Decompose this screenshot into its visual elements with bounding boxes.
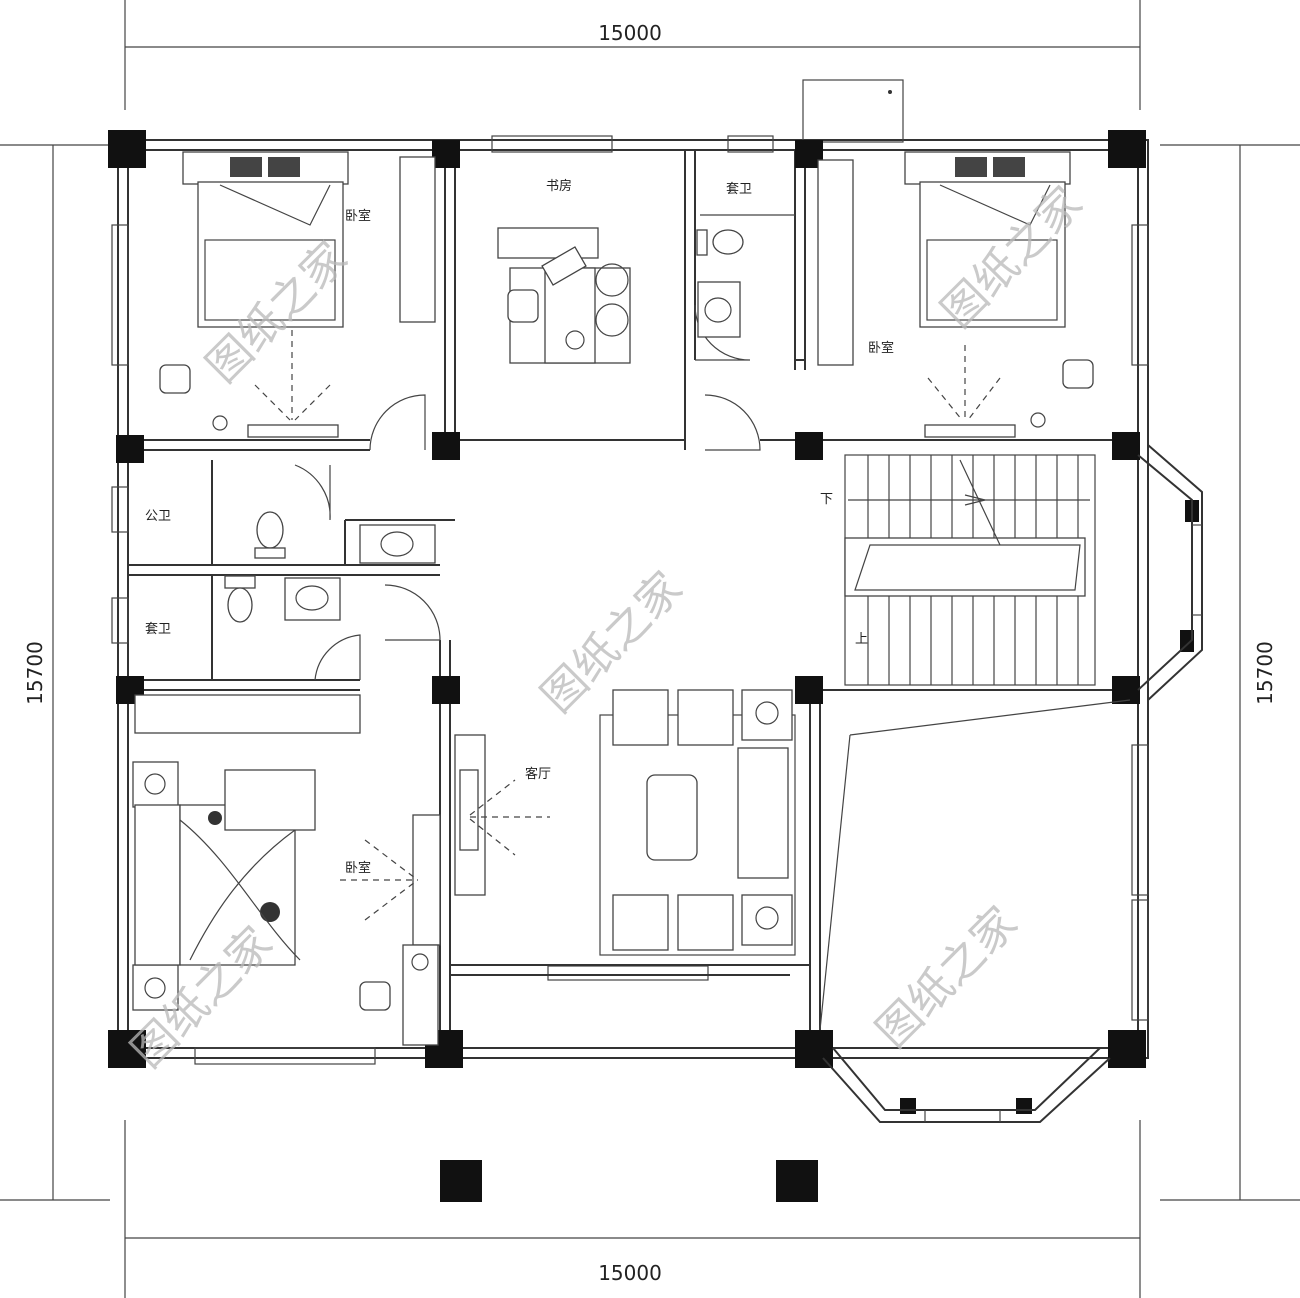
bath-fixtures (224, 511, 436, 623)
dimension-bottom: 15000 (598, 1261, 662, 1285)
bay-windows (822, 444, 1203, 1123)
bedroom-nw-furniture (159, 151, 436, 438)
living-furniture (469, 689, 796, 956)
room-label-public-bath: 公卫 (145, 509, 171, 524)
staircase (844, 454, 1096, 686)
room-label-bedroom-ne: 卧室 (868, 340, 894, 356)
study-furniture (497, 227, 631, 364)
exterior-walls (111, 79, 1149, 1065)
room-label-study: 书房 (546, 178, 572, 194)
bedroom-sw-furniture (132, 694, 486, 1046)
dimension-right: 15700 (1253, 641, 1277, 705)
bedroom-ne-furniture (817, 151, 1094, 438)
stairs-down-label: 下 (820, 492, 833, 507)
room-label-bedroom-nw: 卧室 (345, 208, 371, 224)
watermark-5: 图纸之家 (867, 897, 1028, 1058)
dimension-left: 15700 (23, 641, 47, 705)
room-label-living: 客厅 (525, 766, 551, 782)
dimension-top: 15000 (598, 21, 662, 45)
room-label-bedroom-sw: 卧室 (345, 860, 371, 876)
stairs-up-label: 上 (855, 632, 868, 647)
interior-walls (128, 150, 1138, 1048)
room-label-ensuite-w: 套卫 (145, 621, 171, 637)
doors (294, 304, 761, 681)
ensuite-n-fixtures (696, 214, 795, 338)
void-lines (819, 699, 1131, 1031)
room-label-ensuite-n: 套卫 (726, 181, 752, 197)
